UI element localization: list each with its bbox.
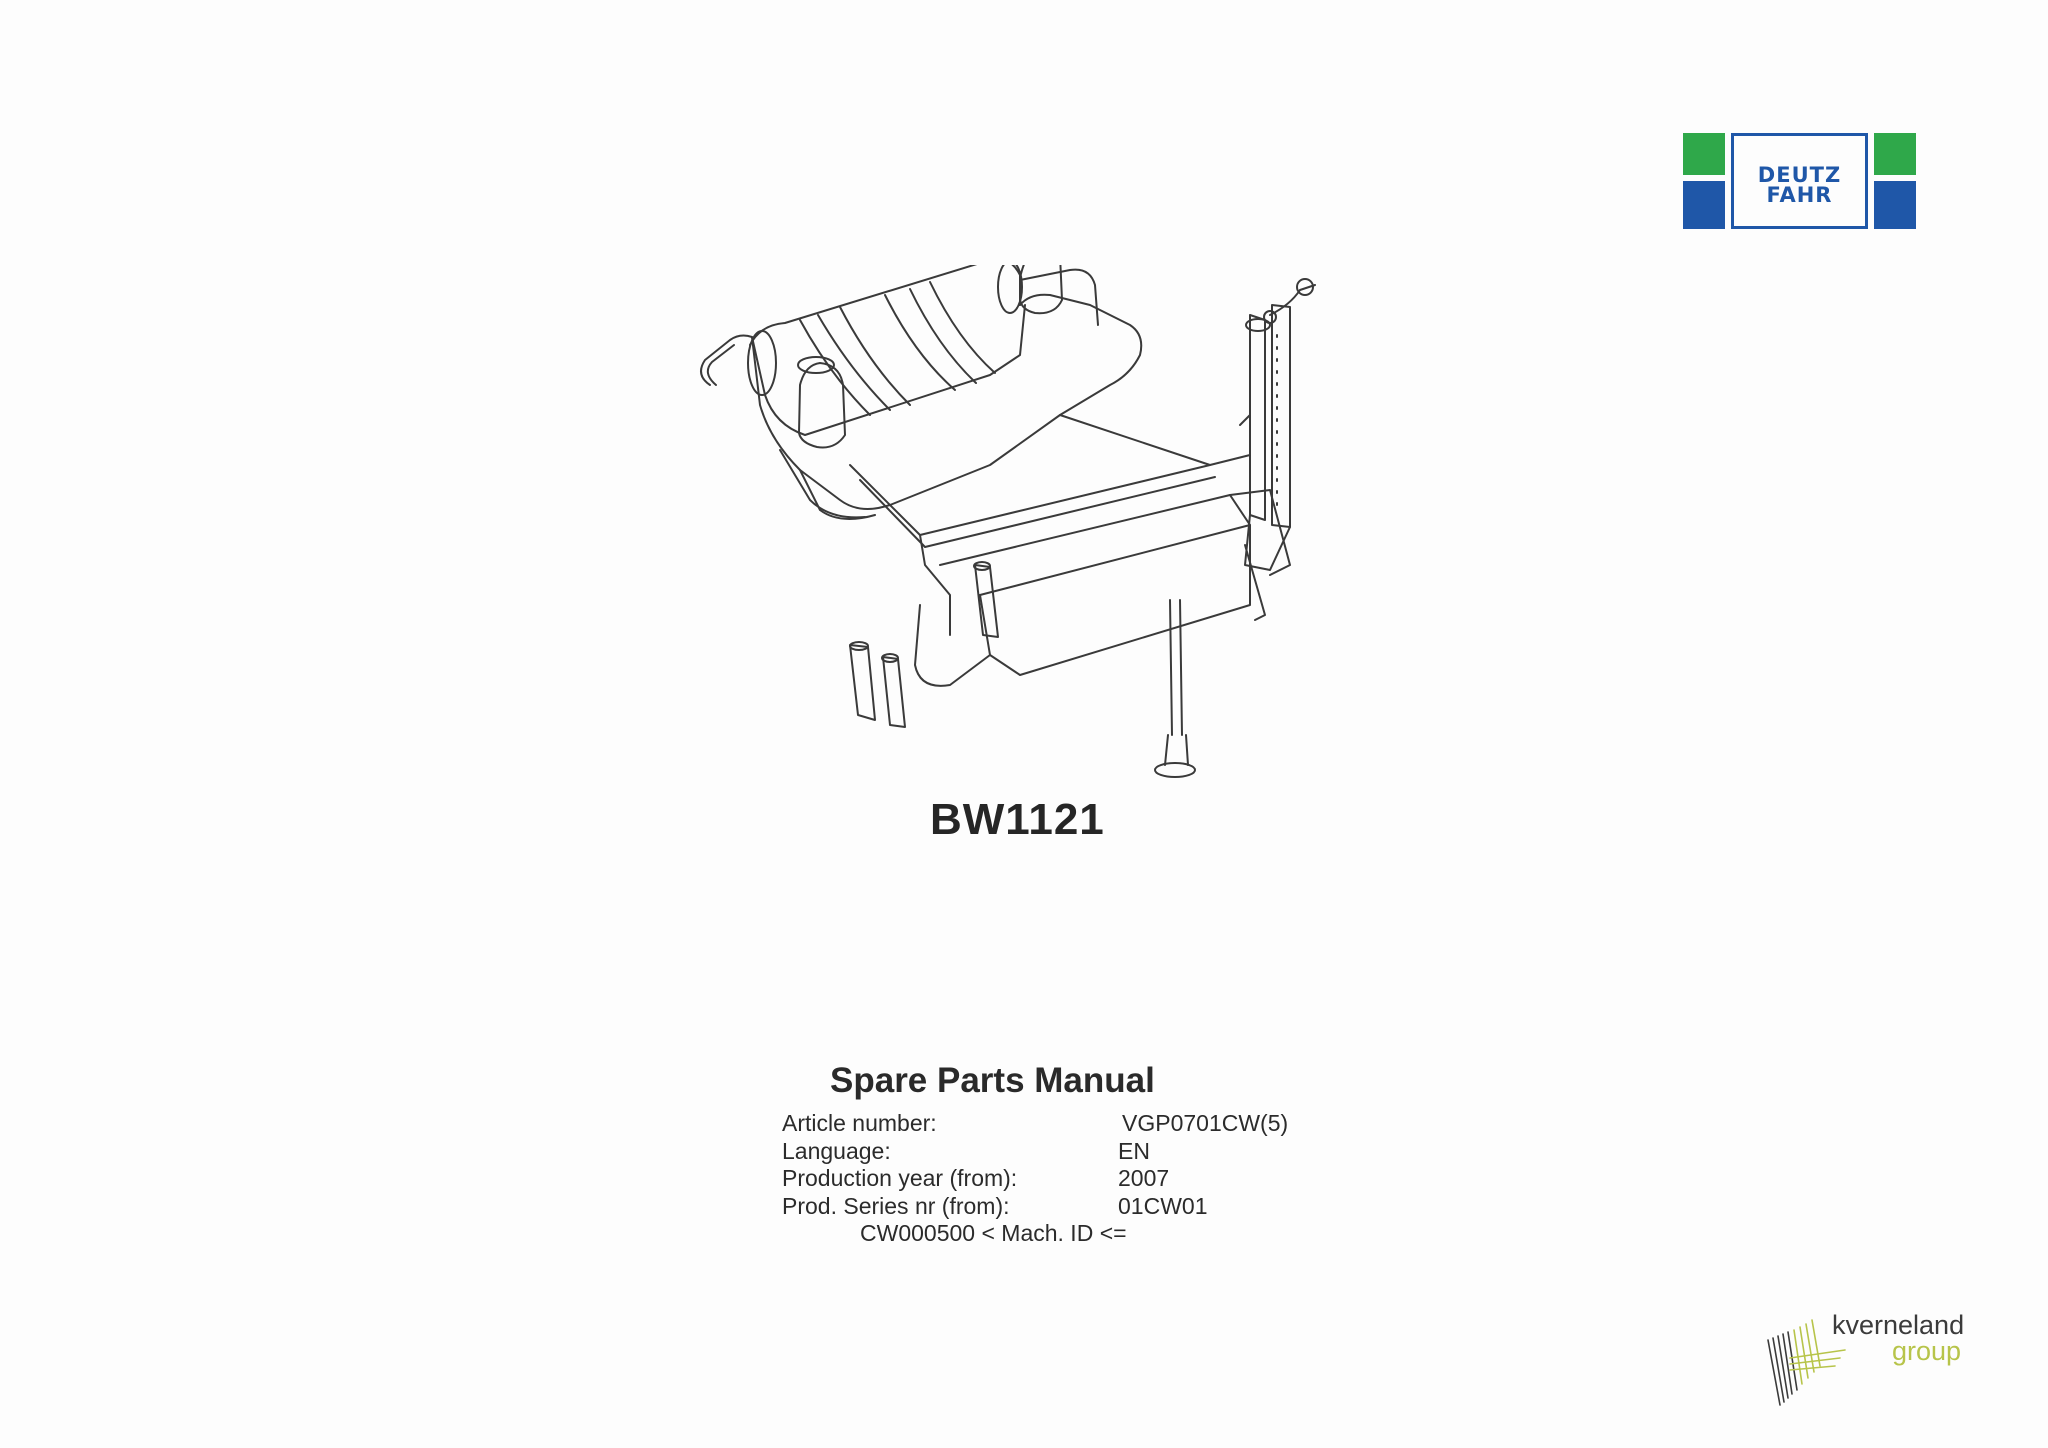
spec-row: Prod. Series nr (from): 01CW01 xyxy=(782,1193,1342,1221)
spec-value: 2007 xyxy=(1118,1165,1170,1191)
spec-value: EN xyxy=(1118,1137,1150,1164)
logo-line-2: FAHR xyxy=(1766,183,1833,207)
logo-blue-square-right xyxy=(1874,181,1916,229)
kverneland-wing-icon xyxy=(1767,1319,1846,1406)
kverneland-group-logo: kverneland group xyxy=(1760,1310,1980,1410)
spec-row: Production year (from): 2007 xyxy=(782,1165,1342,1193)
kverneland-name: kverneland xyxy=(1832,1310,1965,1340)
spec-value: VGP0701CW(5) xyxy=(1122,1110,1289,1136)
bale-wrapper-drawing xyxy=(700,265,1316,778)
manual-title: Spare Parts Manual xyxy=(830,1061,1155,1100)
spec-label: Language: xyxy=(782,1137,891,1164)
deutz-fahr-logo: DEUTZ FAHR xyxy=(1683,133,1916,233)
spec-value: 01CW01 xyxy=(1118,1192,1208,1219)
spec-label: Prod. Series nr (from): xyxy=(782,1192,1010,1219)
spec-label: Article number: xyxy=(782,1110,937,1136)
spec-row: Language: EN xyxy=(782,1138,1342,1166)
model-number: BW1121 xyxy=(930,795,1105,844)
logo-green-square-left xyxy=(1683,133,1725,175)
spec-row: Article number: VGP0701CW(5) xyxy=(782,1110,1342,1138)
logo-blue-square-left xyxy=(1683,181,1725,229)
logo-green-square-right xyxy=(1874,133,1916,175)
kverneland-group-text: group xyxy=(1892,1336,1962,1366)
logo-line-1: DEUTZ xyxy=(1757,163,1842,187)
machine-id-range: CW000500 < Mach. ID <= xyxy=(860,1220,1127,1246)
spec-label: Production year (from): xyxy=(782,1165,1018,1191)
logo-text-box: DEUTZ FAHR xyxy=(1731,133,1868,229)
spec-table: Article number: VGP0701CW(5) Language: E… xyxy=(782,1110,1342,1220)
